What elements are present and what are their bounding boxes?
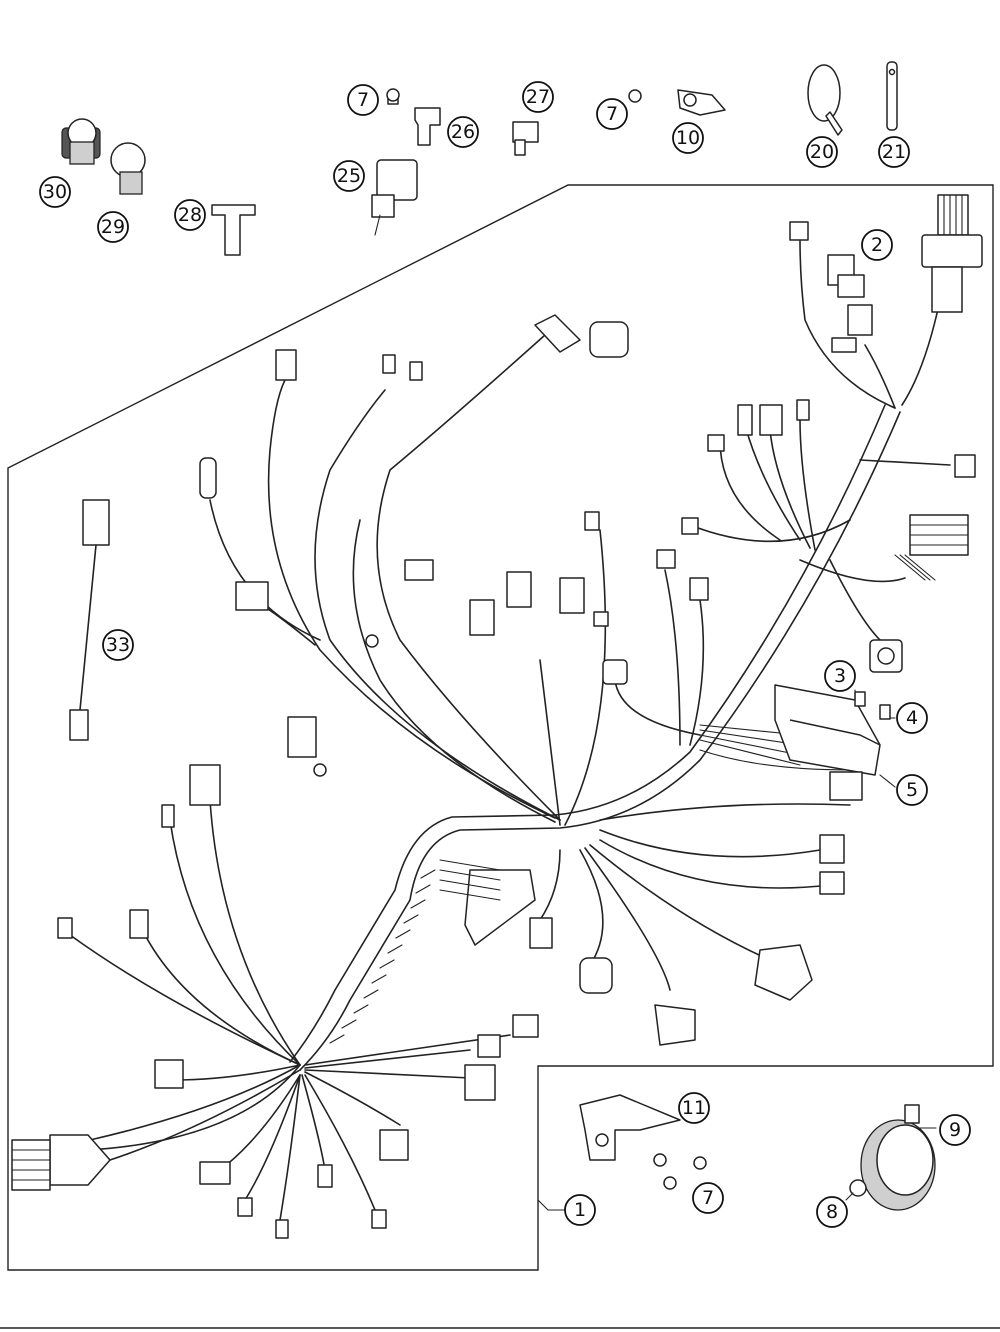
callout-28-label: 28 <box>178 204 202 226</box>
callout-29-label: 29 <box>101 216 125 238</box>
callout-28: 28 <box>174 199 206 231</box>
callout-11-label: 11 <box>682 1097 706 1119</box>
harness-branches <box>209 239 951 991</box>
callout-26-label: 26 <box>451 121 475 143</box>
callout-7b-label: 7 <box>606 103 618 125</box>
callout-4-label: 4 <box>906 707 918 729</box>
callout-5-label: 5 <box>906 779 918 801</box>
callout-1-label: 1 <box>574 1199 586 1221</box>
callout-3-label: 3 <box>834 665 846 687</box>
callout-1: 1 <box>564 1194 596 1226</box>
callout-30: 30 <box>39 176 71 208</box>
callout-33-label: 33 <box>106 634 130 656</box>
callout-21-label: 21 <box>882 141 906 163</box>
callout-11: 11 <box>678 1092 710 1124</box>
callout-7a: 7 <box>347 84 379 116</box>
callout-30-label: 30 <box>43 181 67 203</box>
callout-29: 29 <box>97 211 129 243</box>
callout-25: 25 <box>333 160 365 192</box>
main-group-frame <box>7 184 994 1271</box>
callout-8-label: 8 <box>826 1201 838 1223</box>
callout-25-label: 25 <box>337 165 361 187</box>
callout-9-label: 9 <box>949 1119 961 1141</box>
callout-21: 21 <box>878 136 910 168</box>
callout-27: 27 <box>522 81 554 113</box>
callout-7c-label: 7 <box>702 1187 714 1209</box>
callout-7c: 7 <box>692 1182 724 1214</box>
harness-trunk <box>289 404 901 1071</box>
callout-8: 8 <box>816 1196 848 1228</box>
callout-26: 26 <box>447 116 479 148</box>
harness-lower-branches <box>69 799 511 1221</box>
callout-7a-label: 7 <box>357 89 369 111</box>
loose-parts <box>61 61 936 1211</box>
callout-20-label: 20 <box>810 141 834 163</box>
callout-5: 5 <box>896 774 928 806</box>
callout-7b: 7 <box>596 98 628 130</box>
callout-3: 3 <box>824 660 856 692</box>
callout-10: 10 <box>672 122 704 154</box>
callout-27-label: 27 <box>526 86 550 108</box>
callout-4: 4 <box>896 702 928 734</box>
callout-2: 2 <box>861 229 893 261</box>
callout-9: 9 <box>939 1114 971 1146</box>
callout-2-label: 2 <box>871 234 883 256</box>
callout-20: 20 <box>806 136 838 168</box>
callout-33: 33 <box>102 629 134 661</box>
connectors <box>11 194 983 1239</box>
callout-10-label: 10 <box>676 127 700 149</box>
